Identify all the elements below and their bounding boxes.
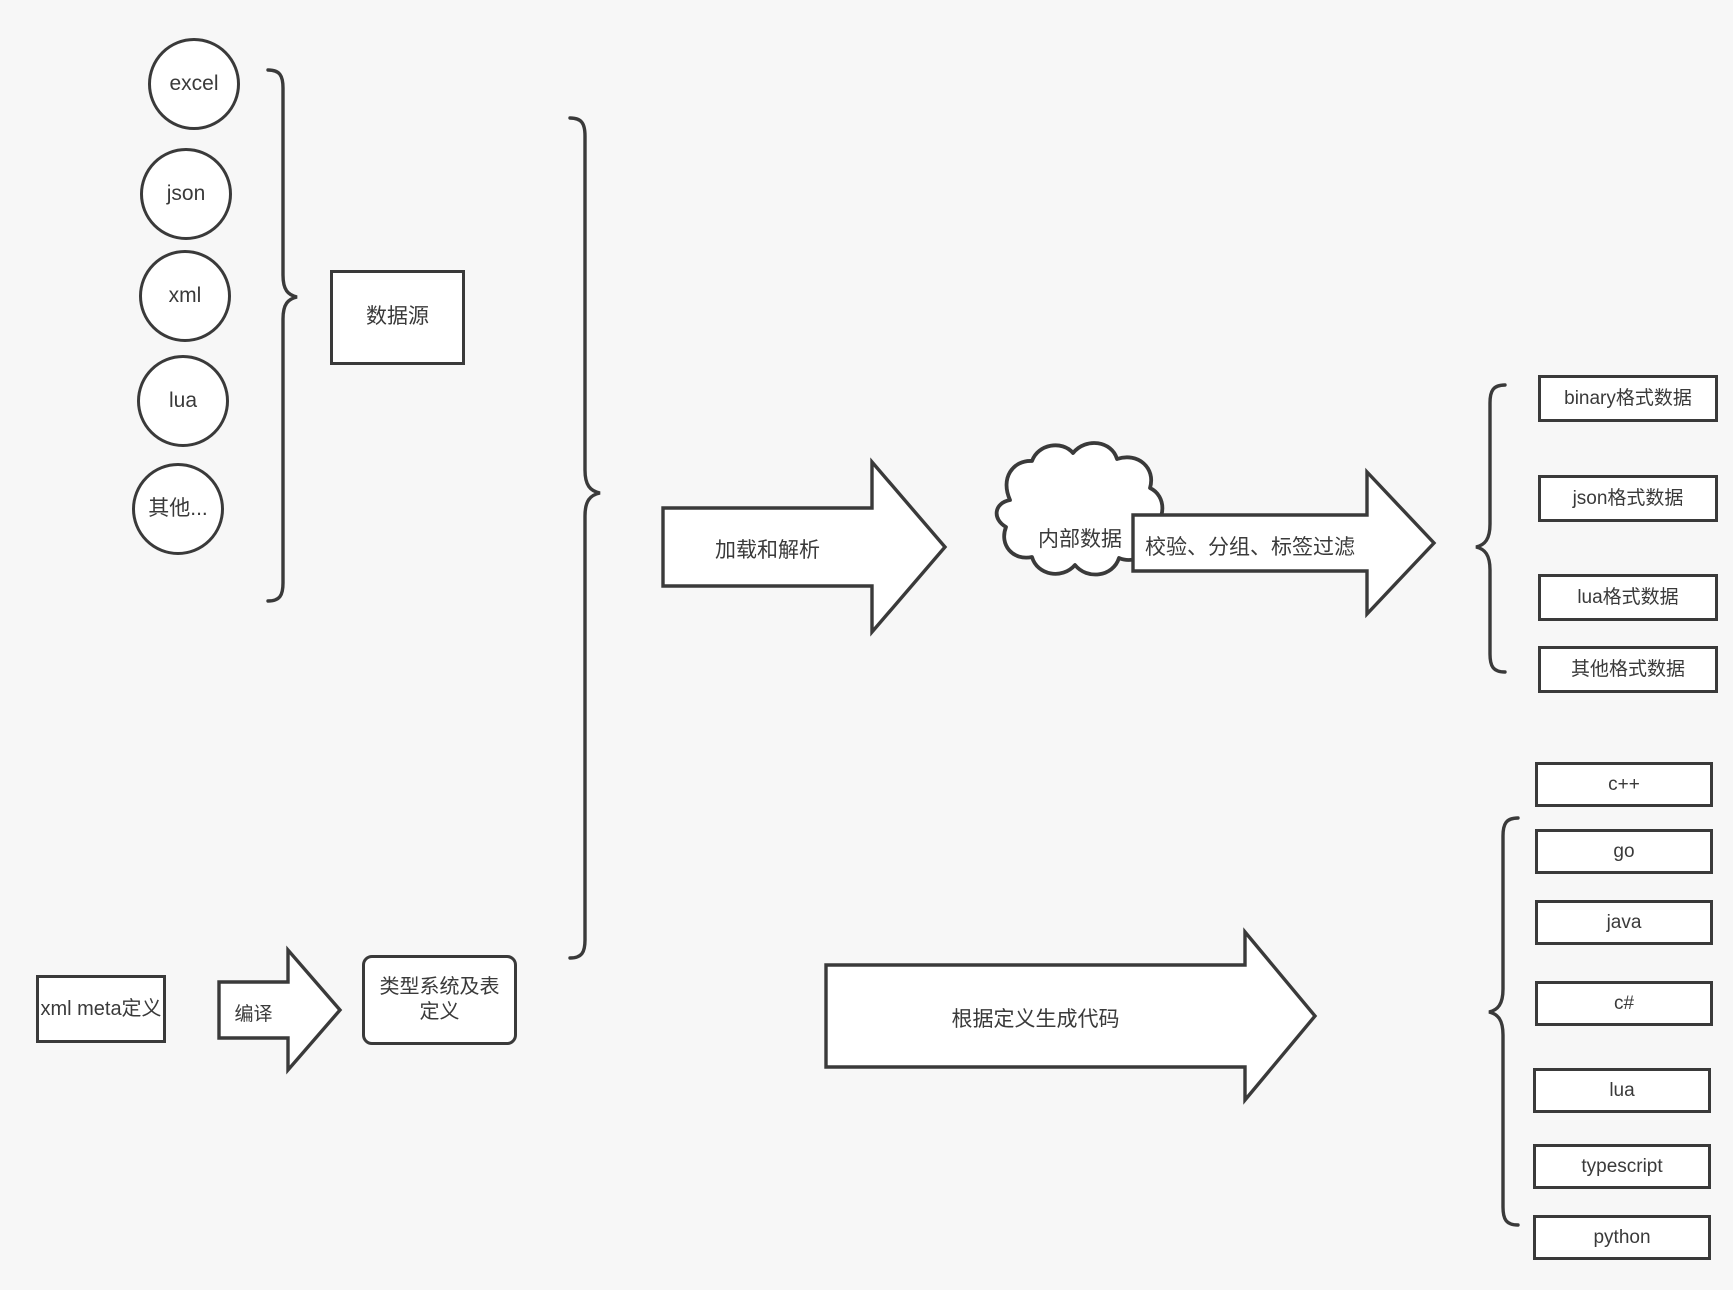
source-node-lua[interactable]: lua — [137, 355, 229, 447]
language-box-python[interactable]: python — [1533, 1215, 1711, 1260]
cloud-internal-data-label: 内部数据 — [1038, 528, 1122, 551]
source-node-excel[interactable]: excel — [148, 38, 240, 130]
brace-sources — [266, 68, 298, 603]
language-label: lua — [1609, 1079, 1635, 1101]
arrow-validate-filter-label: 校验、分组、标签过滤 — [1145, 536, 1355, 559]
language-box-lua[interactable]: lua — [1533, 1068, 1711, 1113]
format-label: 其他格式数据 — [1570, 658, 1685, 680]
format-box-other[interactable]: 其他格式数据 — [1538, 646, 1718, 693]
language-label: c# — [1613, 992, 1635, 1014]
xml-meta-box[interactable]: xml meta定义 — [36, 975, 166, 1043]
format-label: binary格式数据 — [1564, 387, 1692, 409]
type-system-label: 类型系统及表 定义 — [379, 976, 500, 1023]
language-box-go[interactable]: go — [1535, 829, 1713, 874]
language-label: python — [1593, 1226, 1651, 1248]
format-box-json[interactable]: json格式数据 — [1538, 475, 1718, 522]
language-label: java — [1606, 911, 1642, 933]
arrow-load-parse-label: 加载和解析 — [715, 539, 820, 562]
language-box-cpp[interactable]: c++ — [1535, 762, 1713, 807]
brace-inputs-to-pipeline — [568, 116, 601, 960]
source-label: xml — [168, 283, 202, 307]
source-node-xml[interactable]: xml — [139, 250, 231, 342]
source-label: 其他... — [148, 496, 208, 520]
brace-languages — [1488, 816, 1520, 1227]
source-label: excel — [169, 71, 219, 95]
format-label: lua格式数据 — [1577, 586, 1679, 608]
brace-formats — [1475, 383, 1507, 674]
language-label: typescript — [1581, 1155, 1663, 1177]
format-label: json格式数据 — [1572, 487, 1684, 509]
language-label: go — [1613, 840, 1635, 862]
language-box-java[interactable]: java — [1535, 900, 1713, 945]
source-label: json — [166, 181, 206, 205]
source-label: lua — [168, 388, 198, 412]
language-box-csharp[interactable]: c# — [1535, 981, 1713, 1026]
format-box-binary[interactable]: binary格式数据 — [1538, 375, 1718, 422]
type-system-box[interactable]: 类型系统及表 定义 — [362, 955, 517, 1045]
data-source-box[interactable]: 数据源 — [330, 270, 465, 365]
format-box-lua[interactable]: lua格式数据 — [1538, 574, 1718, 621]
source-node-json[interactable]: json — [140, 148, 232, 240]
source-node-other[interactable]: 其他... — [132, 463, 224, 555]
language-label: c++ — [1608, 773, 1640, 795]
language-box-typescript[interactable]: typescript — [1533, 1144, 1711, 1189]
data-source-label: 数据源 — [366, 305, 429, 329]
arrow-compile-label: 编译 — [234, 1004, 273, 1025]
xml-meta-label: xml meta定义 — [40, 997, 162, 1020]
arrow-codegen-label: 根据定义生成代码 — [951, 1008, 1120, 1031]
